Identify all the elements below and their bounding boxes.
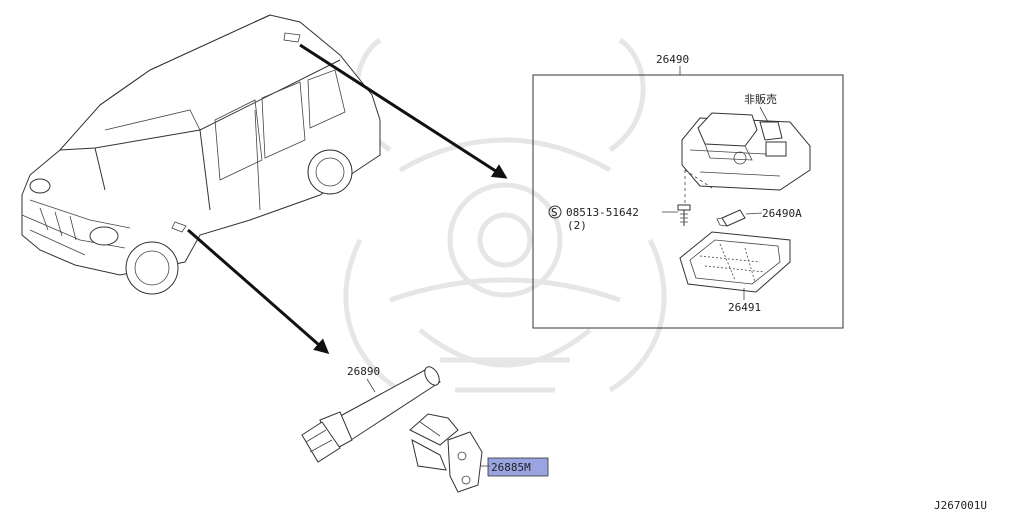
diagram-id: J267001U xyxy=(934,499,987,511)
screw-08513 xyxy=(677,204,691,226)
standard-part-symbol xyxy=(548,205,562,219)
tool-26890 xyxy=(301,366,441,463)
bulb-26490A xyxy=(716,209,746,227)
room-lamp-detail-frame xyxy=(532,74,844,329)
part-qty-08513: (2) xyxy=(567,219,587,232)
part-label-26890: 26890 xyxy=(347,365,380,378)
part-label-08513-51642: 08513-51642 xyxy=(566,206,639,219)
lens-26491 xyxy=(679,231,791,293)
not-sold-label: 非販売 xyxy=(744,93,777,106)
vehicle-illustration xyxy=(21,14,381,295)
room-lamp-housing xyxy=(681,112,811,191)
samurai-helmet-watermark xyxy=(343,37,667,393)
part-symbol-s: S xyxy=(551,206,558,219)
arrow-to-fuel-lid-parts xyxy=(187,228,330,354)
part-label-26491: 26491 xyxy=(728,301,761,314)
bracket-26885M xyxy=(409,413,483,493)
part-label-26885M: 26885M xyxy=(491,461,531,474)
part-label-26490A: 26490A xyxy=(762,207,802,220)
part-label-26490: 26490 xyxy=(656,53,689,66)
highlighted-part-box xyxy=(487,457,549,477)
arrow-to-room-lamp xyxy=(299,43,508,179)
